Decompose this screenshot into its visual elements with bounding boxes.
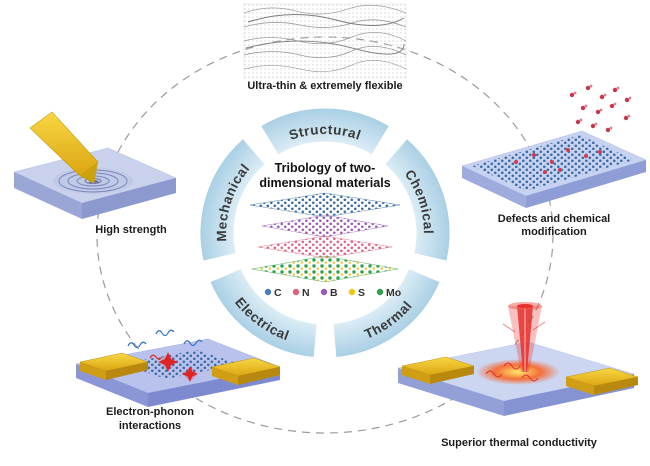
mesh-image xyxy=(243,3,407,79)
legend-dot-mo xyxy=(376,288,384,296)
ep-electrode-left xyxy=(79,352,149,380)
scene-defects-modification xyxy=(461,84,647,208)
legend-label-s: S xyxy=(358,287,365,299)
legend-item-s: S xyxy=(348,287,365,299)
legend-item-b: B xyxy=(320,287,338,299)
scene-afm-high-strength xyxy=(13,111,177,219)
heat-waves xyxy=(485,362,539,382)
caption-ultra-thin: Ultra-thin & extremely flexible xyxy=(247,80,402,92)
th-electrode-right xyxy=(565,367,639,395)
afm-slab-front xyxy=(14,172,82,219)
material-layer-graphene xyxy=(249,192,401,218)
legend-item-mo: Mo xyxy=(376,287,401,299)
legend: C N B S Mo xyxy=(264,287,401,299)
th-electrode-left xyxy=(401,356,475,384)
laser-beam xyxy=(502,302,546,372)
scene-flexible-sheet xyxy=(243,3,407,79)
legend-item-n: N xyxy=(292,287,310,299)
legend-item-c: C xyxy=(264,287,282,299)
ring-segment-structural xyxy=(259,107,391,156)
phonon-arrows xyxy=(127,329,203,360)
scene-thermal-conductivity xyxy=(397,302,639,416)
legend-label-n: N xyxy=(302,287,310,299)
heat-glow xyxy=(476,359,560,385)
stacked-2d-layers xyxy=(249,192,401,283)
material-layer-mos2 xyxy=(251,255,399,283)
center-title-line2: dimensional materials xyxy=(259,176,390,190)
legend-dot-c xyxy=(264,288,272,296)
ring-segment-thermal xyxy=(332,267,441,359)
legend-label-b: B xyxy=(330,287,338,299)
material-layer-purple xyxy=(261,214,389,238)
scene-electron-phonon xyxy=(75,329,281,407)
legend-label-c: C xyxy=(274,287,282,299)
defect-slab-front xyxy=(462,166,526,208)
afm-cantilever xyxy=(29,111,99,184)
material-layer-pink xyxy=(257,235,393,259)
ring-segment-chemical xyxy=(383,137,451,262)
ring-label-structural: Structural xyxy=(287,122,363,143)
molecule-plume xyxy=(569,84,632,133)
caption-defects-line2: modification xyxy=(521,226,587,238)
afm-slab-side xyxy=(82,178,176,219)
center-content: Tribology of two- dimensional materials … xyxy=(249,161,401,299)
caption-electron-phonon-line1: Electron-phonon xyxy=(106,406,194,418)
caption-thermal-conductivity: Superior thermal conductivity xyxy=(441,437,598,449)
spark-stars xyxy=(158,352,198,382)
ring-segment-mechanical xyxy=(199,137,267,262)
caption-electron-phonon-line2: interactions xyxy=(119,420,181,432)
legend-dot-n xyxy=(292,288,300,296)
legend-dot-b xyxy=(320,288,328,296)
ep-lattice-surface xyxy=(122,350,240,379)
legend-label-mo: Mo xyxy=(386,287,401,299)
boundary-dashed-circle xyxy=(96,36,554,434)
caption-defects-line1: Defects and chemical xyxy=(498,213,611,225)
ep-electrode-right xyxy=(211,357,281,385)
ring-segment-electrical xyxy=(209,267,318,359)
legend-dot-s xyxy=(348,288,356,296)
defect-slab-side xyxy=(526,160,646,208)
caption-high-strength: High strength xyxy=(95,224,167,236)
center-title-line1: Tribology of two- xyxy=(275,161,376,175)
defect-sites xyxy=(514,148,602,174)
